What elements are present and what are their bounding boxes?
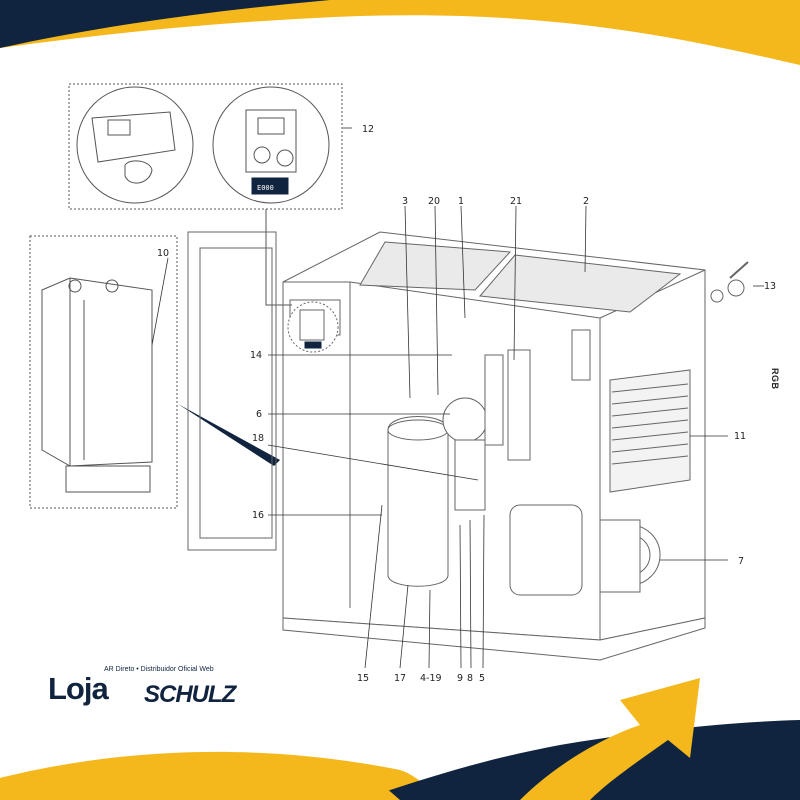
callout-12: 12 bbox=[362, 124, 374, 135]
logo-sub-text: SCHULZ bbox=[144, 681, 236, 708]
controller-display-text: E000 bbox=[257, 184, 274, 192]
lojaschulz-logo: AR Direto • Distribuidor Oficial Web Loj… bbox=[48, 666, 236, 708]
callout-18: 18 bbox=[252, 433, 264, 444]
callout-2: 2 bbox=[583, 196, 589, 207]
controller-inset bbox=[68, 83, 343, 306]
callout-20: 20 bbox=[428, 196, 440, 207]
callout-21: 21 bbox=[510, 196, 522, 207]
compressor-cabinet bbox=[187, 231, 749, 661]
callout-6: 6 bbox=[256, 409, 262, 420]
inverter-inset bbox=[29, 235, 280, 509]
callout-15: 15 bbox=[357, 673, 369, 684]
callout-1: 1 bbox=[458, 196, 464, 207]
callout-9: 9 bbox=[457, 673, 463, 684]
top-banner bbox=[0, 0, 800, 65]
callout-11: 11 bbox=[734, 431, 746, 442]
callout-10: 10 bbox=[157, 248, 169, 259]
callout-3: 3 bbox=[402, 196, 408, 207]
callout-13: 13 bbox=[764, 281, 776, 292]
logo-main-text: Loja bbox=[48, 671, 109, 706]
callout-labels: 12 3 20 1 21 2 10 13 14 6 11 18 16 7 15 … bbox=[157, 124, 776, 684]
callout-8: 8 bbox=[467, 673, 473, 684]
arrow-graphic bbox=[520, 678, 700, 800]
logo-tagline: AR Direto • Distribuidor Oficial Web bbox=[104, 666, 214, 673]
callout-7: 7 bbox=[738, 556, 744, 567]
callout-17: 17 bbox=[394, 673, 406, 684]
leader-lines bbox=[151, 127, 764, 669]
callout-14: 14 bbox=[250, 350, 262, 361]
callout-5: 5 bbox=[479, 673, 485, 684]
rgb-mark: RGB bbox=[770, 368, 780, 390]
callout-16: 16 bbox=[252, 510, 264, 521]
callout-4-19: 4-19 bbox=[420, 673, 442, 684]
